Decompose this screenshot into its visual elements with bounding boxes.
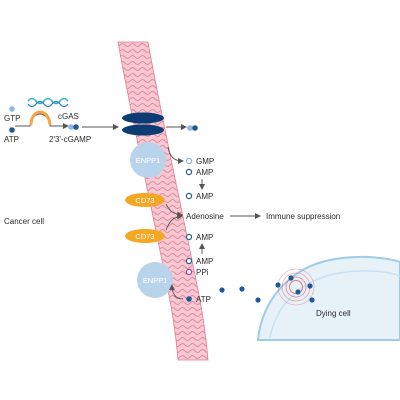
extracellular-products: GMP AMP AMP Adenosine Immune suppression… [165, 146, 340, 304]
amp-3-dot [185, 233, 193, 241]
amp-1-dot [185, 168, 193, 176]
dying-cell: Dying cell [256, 255, 400, 341]
atp-to-enpp1-arrow [169, 284, 184, 300]
cgas-label: cGAS [58, 112, 79, 121]
amp-4-label: AMP [196, 257, 213, 266]
synthesis-arrow [15, 113, 69, 129]
cgamp-dot-light [68, 124, 74, 130]
cd73-bottom: CD73 [125, 229, 165, 243]
cgamp-dot-dark [73, 124, 79, 130]
transporter-top-disc [122, 112, 164, 124]
dna-strand-b [27, 100, 69, 108]
enpp1-top-label: ENPP1 [136, 156, 161, 165]
exported-cgamp-dot-dark [192, 125, 198, 131]
immune-suppression-label: Immune suppression [266, 212, 340, 221]
cd73-bottom-to-adenosine-arrow [165, 213, 183, 231]
enpp1-bottom-circle [137, 262, 173, 298]
enpp1-top-circle [130, 142, 166, 178]
atp-left-dot [9, 127, 15, 133]
ppi-label: PPi [196, 268, 209, 277]
dying-cell-label: Dying cell [316, 309, 351, 318]
cgas-synthesis: GTP ATP cGAS 2'3'-cGAMP [4, 97, 198, 144]
atp-right-dot [186, 296, 192, 302]
amp-3-label: AMP [196, 233, 213, 242]
enpp1-bottom: ENPP1 [137, 262, 173, 298]
gmp-label: GMP [196, 157, 214, 166]
atp-left-label: ATP [4, 135, 19, 144]
exported-cgamp-dot-light [187, 125, 193, 131]
atp-right-label: ATP [196, 295, 211, 304]
amp-2-dot [185, 192, 193, 200]
amp-2-label: AMP [196, 192, 213, 201]
released-atp-dots [219, 275, 315, 303]
enpp1-bottom-label: ENPP1 [143, 276, 168, 285]
cgamp-transporter [122, 112, 164, 136]
ppi-dot [185, 268, 193, 276]
cgas-enzyme-arc [29, 110, 52, 126]
cd73-top-pill [125, 193, 165, 207]
cancer-cell-label: Cancer cell [4, 217, 44, 226]
amp-4-dot [185, 257, 193, 265]
cgamp-label: 2'3'-cGAMP [49, 135, 91, 144]
amp-1-label: AMP [196, 168, 213, 177]
cd73-bottom-pill [125, 229, 165, 243]
gmp-dot [185, 157, 193, 165]
enpp1-to-gmp-arrow [167, 146, 184, 164]
enpp1-top: ENPP1 [130, 142, 166, 178]
gtp-label: GTP [4, 114, 20, 123]
adenosine-label: Adenosine [186, 212, 224, 221]
dna-strand-a [27, 97, 69, 105]
cd73-top-label: CD73 [135, 196, 154, 205]
dying-cell-body [256, 255, 400, 341]
dying-cell-inner-line [269, 270, 400, 339]
gtp-dot [9, 106, 15, 112]
transporter-bottom-disc [122, 124, 164, 136]
cd73-bottom-label: CD73 [135, 232, 154, 241]
cd73-top: CD73 [125, 193, 165, 207]
